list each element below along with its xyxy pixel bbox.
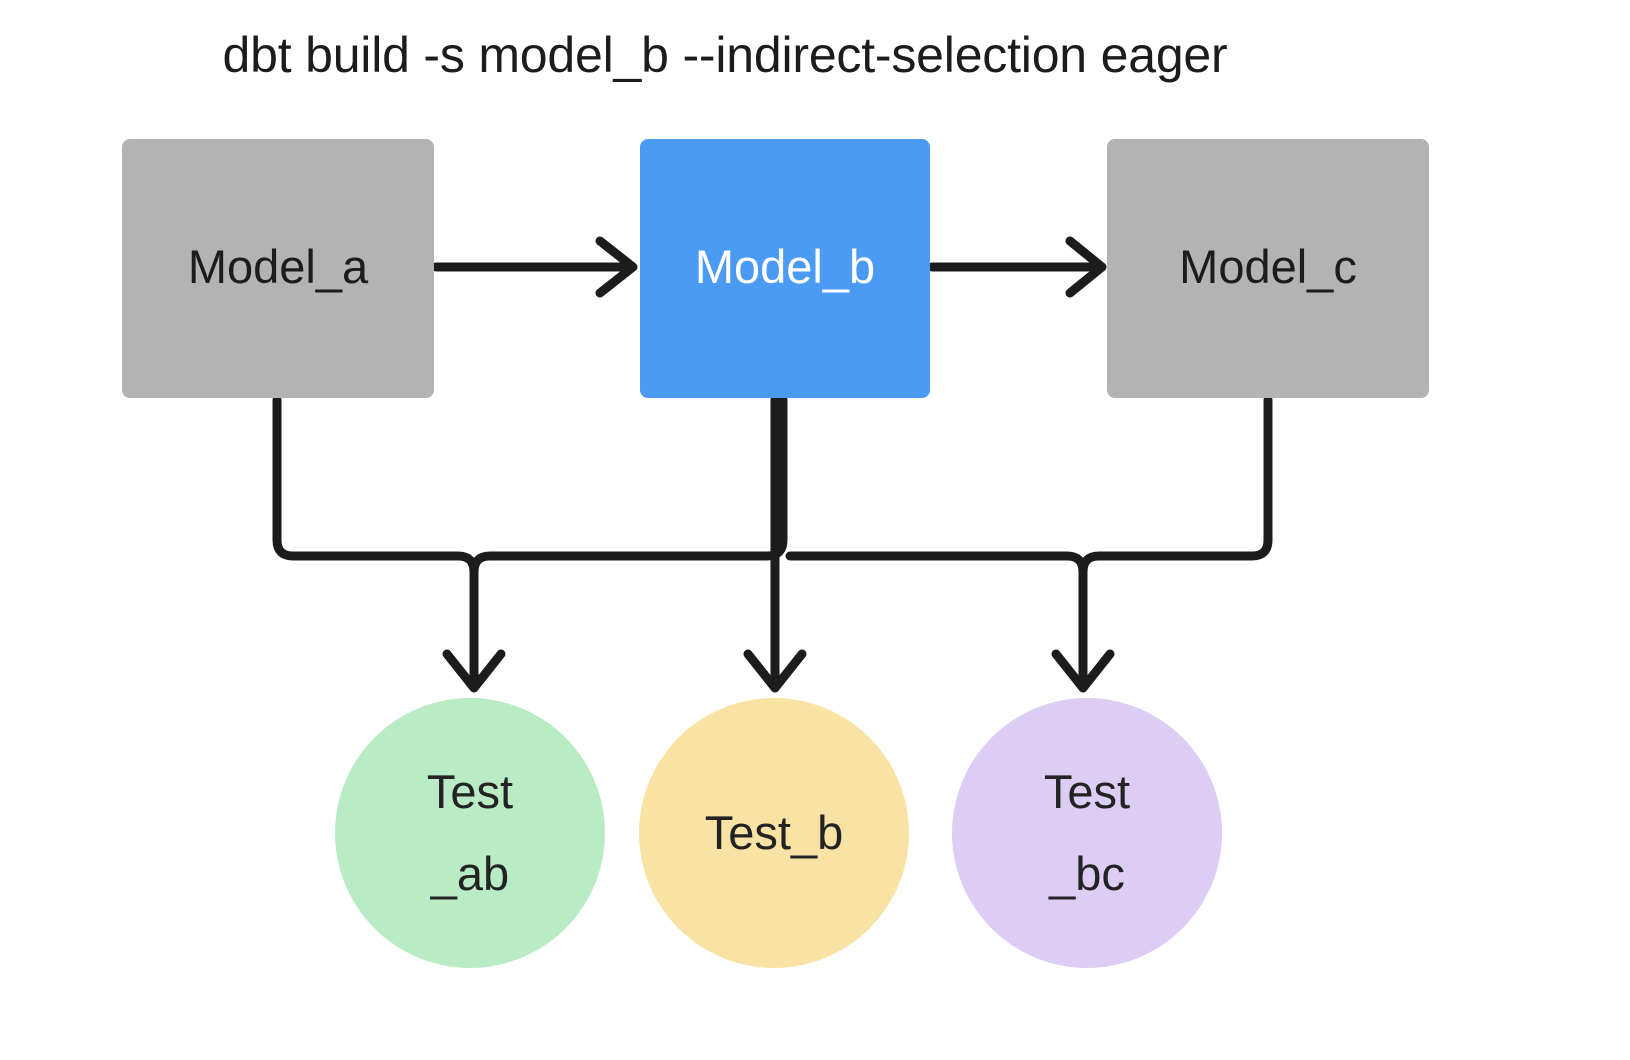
node-test-ab-label-line2: _ab <box>430 847 510 900</box>
node-model-c[interactable]: Model_c <box>1107 139 1429 398</box>
node-test-b[interactable]: Test_b <box>639 698 909 968</box>
node-test-b-label-line1: Test_b <box>704 806 844 859</box>
edge-model-b-to-test-b <box>743 395 807 693</box>
node-model-c-label: Model_c <box>1179 239 1357 293</box>
diagram-title: dbt build -s model_b --indirect-selectio… <box>222 27 1228 83</box>
edge-model-a-to-test-ab <box>272 395 506 693</box>
node-model-a[interactable]: Model_a <box>122 139 434 398</box>
node-test-ab[interactable]: Test _ab <box>335 698 605 968</box>
node-model-b-label: Model_b <box>694 239 876 293</box>
node-test-ab-label-line1: Test <box>426 765 514 818</box>
edge-model-b-to-test-bc <box>785 551 1115 693</box>
node-test-bc-label-line2: _bc <box>1049 847 1125 900</box>
node-model-a-label: Model_a <box>187 239 369 293</box>
edge-model-c-to-test-bc <box>1078 395 1273 577</box>
edge-model-a-to-model-b <box>431 236 638 298</box>
node-test-bc[interactable]: Test _bc <box>952 698 1222 968</box>
node-test-bc-label-line1: Test <box>1043 765 1131 818</box>
edge-model-b-to-model-c <box>927 236 1107 298</box>
edge-model-b-to-test-ab <box>469 395 788 577</box>
node-model-b[interactable]: Model_b <box>640 139 930 398</box>
